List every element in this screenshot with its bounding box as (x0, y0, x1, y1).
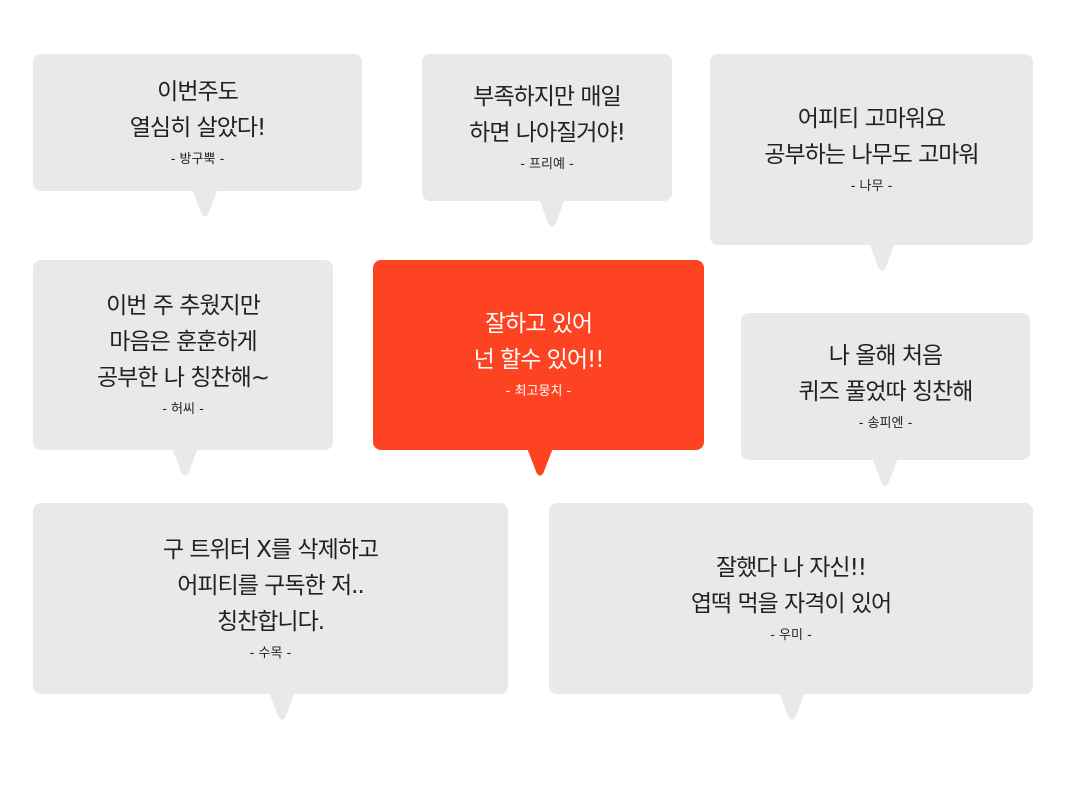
highlighted-message-bubble: 잘하고 있어 넌 할수 있어!! - 최고뭉치 - (373, 260, 704, 450)
message-line: 하면 나아질거야! (469, 119, 626, 146)
message-author: - 방구뿍 - (170, 151, 225, 167)
message-bubble-4: 이번 주 추웠지만 마음은 훈훈하게 공부한 나 칭찬해~ - 허씨 - (33, 260, 333, 450)
message-author: - 송피엔 - (858, 415, 913, 431)
message-line: 공부하는 나무도 고마워 (764, 141, 979, 168)
message-author: - 최고뭉치 - (505, 384, 572, 399)
message-line: 넌 할수 있어!! (473, 347, 605, 373)
message-line: 잘하고 있어 (484, 311, 593, 337)
message-line: 이번 주 추웠지만 (106, 293, 261, 319)
message-line: 구 트위터 X를 삭제하고 (162, 536, 379, 563)
message-line: 엽떡 먹을 자격이 있어 (690, 590, 892, 617)
message-line: 어피티를 구독한 저.. (177, 572, 365, 599)
message-author: - 나무 - (850, 178, 893, 194)
message-bubble-3: 어피티 고마워요 공부하는 나무도 고마워 - 나무 - (710, 54, 1033, 245)
message-bubble-1: 이번주도 열심히 살았다! - 방구뿍 - (33, 54, 362, 191)
message-line: 칭찬합니다. (216, 608, 325, 635)
message-line: 이번주도 (157, 78, 239, 105)
message-bubble-7: 구 트위터 X를 삭제하고 어피티를 구독한 저.. 칭찬합니다. - 수목 - (33, 503, 508, 694)
message-line: 어피티 고마워요 (797, 105, 946, 132)
message-author: - 수목 - (249, 645, 292, 661)
message-bubble-2: 부족하지만 매일 하면 나아질거야! - 프리예 - (422, 54, 672, 201)
message-bubble-6: 나 올해 처음 퀴즈 풀었따 칭찬해 - 송피엔 - (741, 313, 1030, 460)
message-line: 퀴즈 풀었따 칭찬해 (798, 378, 974, 405)
message-line: 나 올해 처음 (828, 342, 943, 369)
message-bubble-8: 잘했다 나 자신!! 엽떡 먹을 자격이 있어 - 우미 - (549, 503, 1033, 694)
message-author: - 프리예 - (520, 156, 574, 172)
message-line: 공부한 나 칭찬해~ (96, 365, 270, 391)
message-line: 잘했다 나 자신!! (715, 554, 867, 581)
message-line: 마음은 훈훈하게 (109, 329, 257, 355)
message-author: - 우미 - (770, 627, 812, 643)
message-author: - 허씨 - (162, 402, 204, 417)
message-line: 부족하지만 매일 (473, 83, 621, 110)
message-line: 열심히 살았다! (129, 114, 266, 141)
